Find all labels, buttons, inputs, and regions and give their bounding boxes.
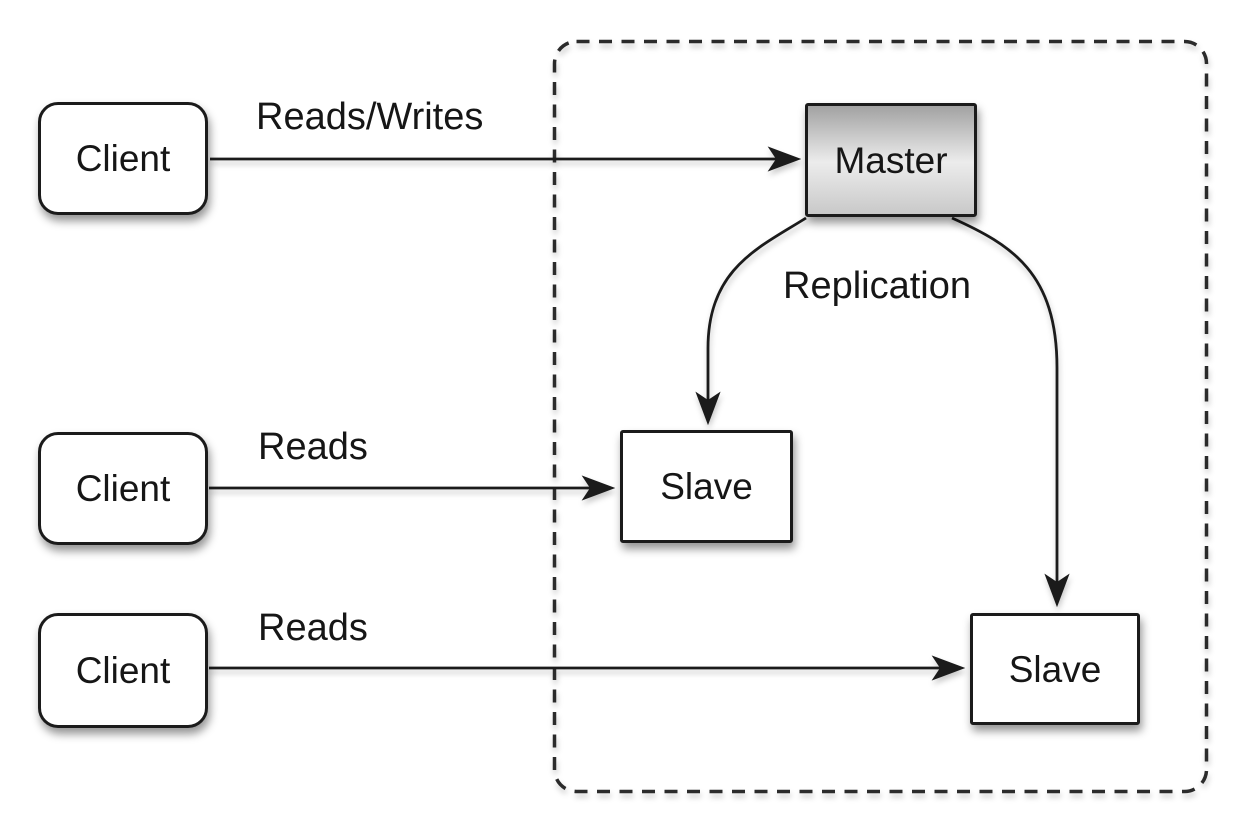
node-master: Master bbox=[805, 103, 977, 217]
edge-label-reads-middle: Reads bbox=[258, 426, 368, 468]
node-client-1-label: Client bbox=[75, 138, 171, 179]
node-slave-1-label: Slave bbox=[660, 466, 753, 507]
node-client-3: Client bbox=[38, 613, 208, 728]
node-slave-1: Slave bbox=[620, 430, 793, 543]
node-slave-2-label: Slave bbox=[1008, 648, 1102, 690]
node-client-3-label: Client bbox=[75, 650, 171, 691]
edge-label-reads-writes: Reads/Writes bbox=[256, 96, 484, 138]
node-client-1: Client bbox=[38, 102, 208, 215]
node-client-2: Client bbox=[38, 432, 208, 545]
node-client-2-label: Client bbox=[75, 468, 171, 509]
replication-boundary-dashed-box bbox=[552, 39, 1209, 794]
edge-label-reads-bottom: Reads bbox=[258, 607, 368, 649]
edge-label-replication: Replication bbox=[783, 265, 971, 307]
edge-master-to-slave1-replication bbox=[695, 216, 807, 426]
node-slave-2: Slave bbox=[970, 613, 1140, 725]
edge-master-to-slave2-replication bbox=[951, 216, 1070, 608]
node-master-label: Master bbox=[834, 139, 948, 181]
